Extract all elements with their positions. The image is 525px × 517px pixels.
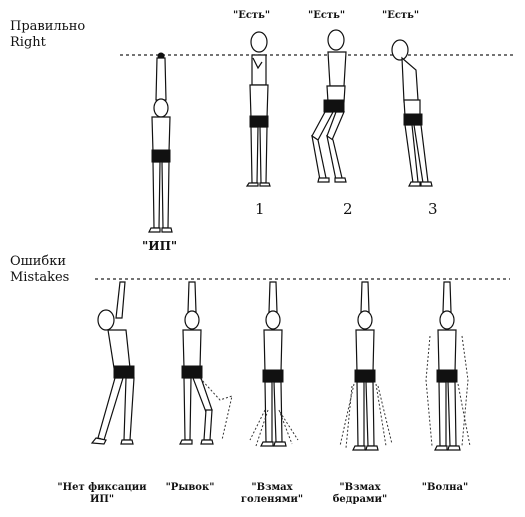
figure-start-position (149, 53, 172, 232)
figure-mistake-shin-swing (250, 282, 298, 446)
figure-mistake-hip-swing (340, 282, 392, 450)
figure-mistake-no-fixation (92, 282, 134, 444)
figure-mistake-jerk (180, 282, 232, 444)
figure-step-1 (247, 32, 270, 186)
figure-step-3 (392, 40, 432, 186)
figure-step-2 (312, 30, 346, 182)
figure-mistake-wave (426, 282, 470, 450)
